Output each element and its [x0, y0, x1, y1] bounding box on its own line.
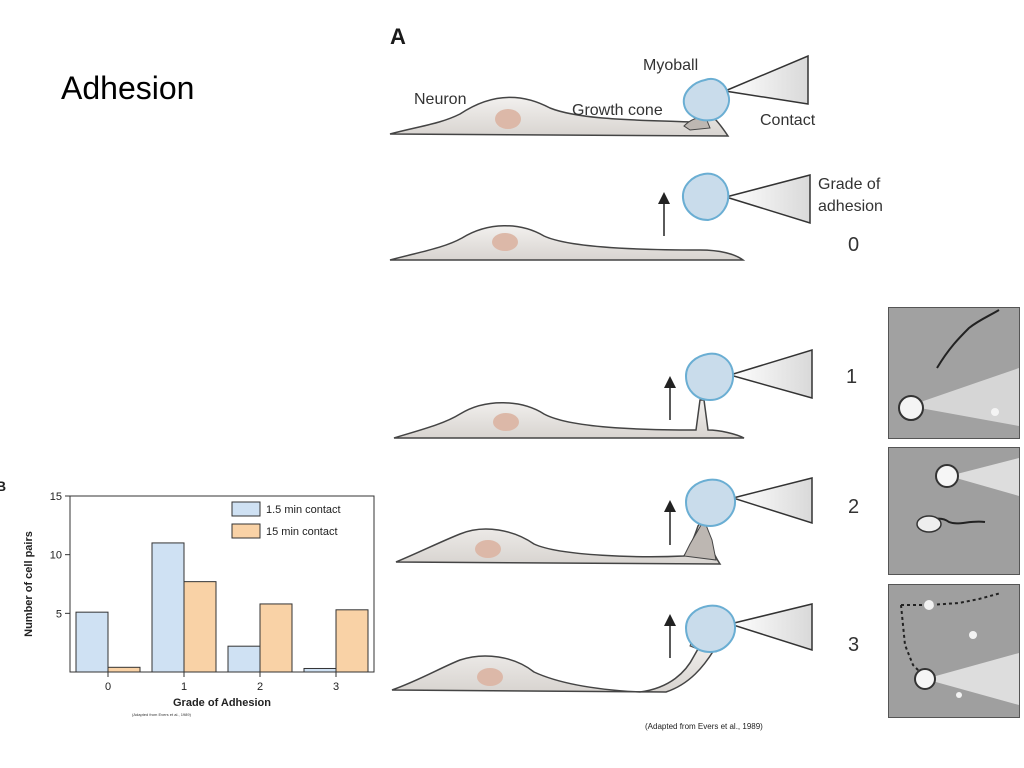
x-axis-label: Grade of Adhesion [173, 697, 271, 709]
label-growth-cone: Growth cone [572, 102, 663, 119]
bar-short-3 [303, 667, 337, 673]
row-grade-2 [395, 477, 813, 565]
row-contact [389, 54, 809, 137]
grade-label-0: 0 [848, 234, 860, 256]
myoball [681, 172, 730, 222]
pipette [730, 477, 813, 525]
label-contact: Contact [760, 112, 816, 129]
legend-label-0: 1.5 min contact [266, 504, 341, 516]
neuron-cell [393, 399, 745, 439]
pipette [727, 348, 813, 399]
bar-long-3 [335, 609, 369, 673]
x-tick-label: 2 [257, 681, 263, 693]
neuron-cell [391, 640, 716, 693]
bar-short-1 [151, 542, 185, 673]
myoball [682, 78, 730, 122]
row-grade-1 [393, 348, 813, 439]
pipette [723, 174, 811, 225]
y-tick-label: 5 [56, 608, 62, 620]
pipette [727, 603, 813, 652]
label-neuron: Neuron [414, 91, 467, 108]
panel-letter: A [390, 24, 406, 49]
myoball [684, 352, 735, 402]
label-myoball: Myoball [643, 57, 699, 74]
grade-label-2: 2 [848, 496, 860, 518]
label-grade-heading-1: Grade of [818, 176, 881, 193]
x-tick-label: 0 [105, 681, 111, 693]
y-tick-label: 15 [50, 491, 62, 503]
panel-letter-cut: B [0, 478, 7, 494]
grade-label-3: 3 [848, 634, 860, 656]
myoball [684, 604, 737, 654]
neuron-nucleus [475, 540, 501, 558]
y-axis-label: Number of cell pairs [23, 531, 35, 637]
bar-short-2 [227, 645, 261, 673]
x-tick-label: 3 [333, 681, 339, 693]
micrograph-grade-2 [888, 447, 1020, 575]
growth-cone [683, 518, 717, 561]
myoball [684, 478, 737, 528]
neuron-cell [395, 516, 722, 565]
slide-title: Adhesion [61, 70, 195, 106]
label-grade-heading-2: adhesion [818, 198, 883, 215]
neuron-nucleus [492, 233, 518, 251]
grade-label-1: 1 [846, 366, 858, 388]
neuron-nucleus [477, 668, 503, 686]
pipette [722, 54, 809, 105]
legend-label-1: 15 min contact [266, 526, 338, 538]
plot-frame [69, 495, 375, 673]
legend-swatch-0 [231, 501, 261, 517]
neuron-cell [389, 225, 746, 261]
bar-long-1 [183, 581, 217, 673]
x-tick-label: 1 [181, 681, 187, 693]
legend-swatch-1 [231, 523, 261, 539]
row-grade-0 [389, 172, 811, 261]
bar-long-2 [259, 603, 293, 673]
neuron-nucleus [495, 109, 521, 129]
micrograph-grade-3 [888, 584, 1020, 718]
row-grade-3 [391, 603, 813, 693]
y-tick-label: 10 [50, 550, 62, 562]
bar-short-0 [75, 611, 109, 673]
micrograph-grade-1 [888, 307, 1020, 439]
bar-long-0 [107, 666, 141, 673]
chart-credit: (Adapted from Evers et al., 1989) [132, 712, 192, 717]
figure-credit: (Adapted from Evers et al., 1989) [645, 722, 763, 731]
neuron-nucleus [493, 413, 519, 431]
